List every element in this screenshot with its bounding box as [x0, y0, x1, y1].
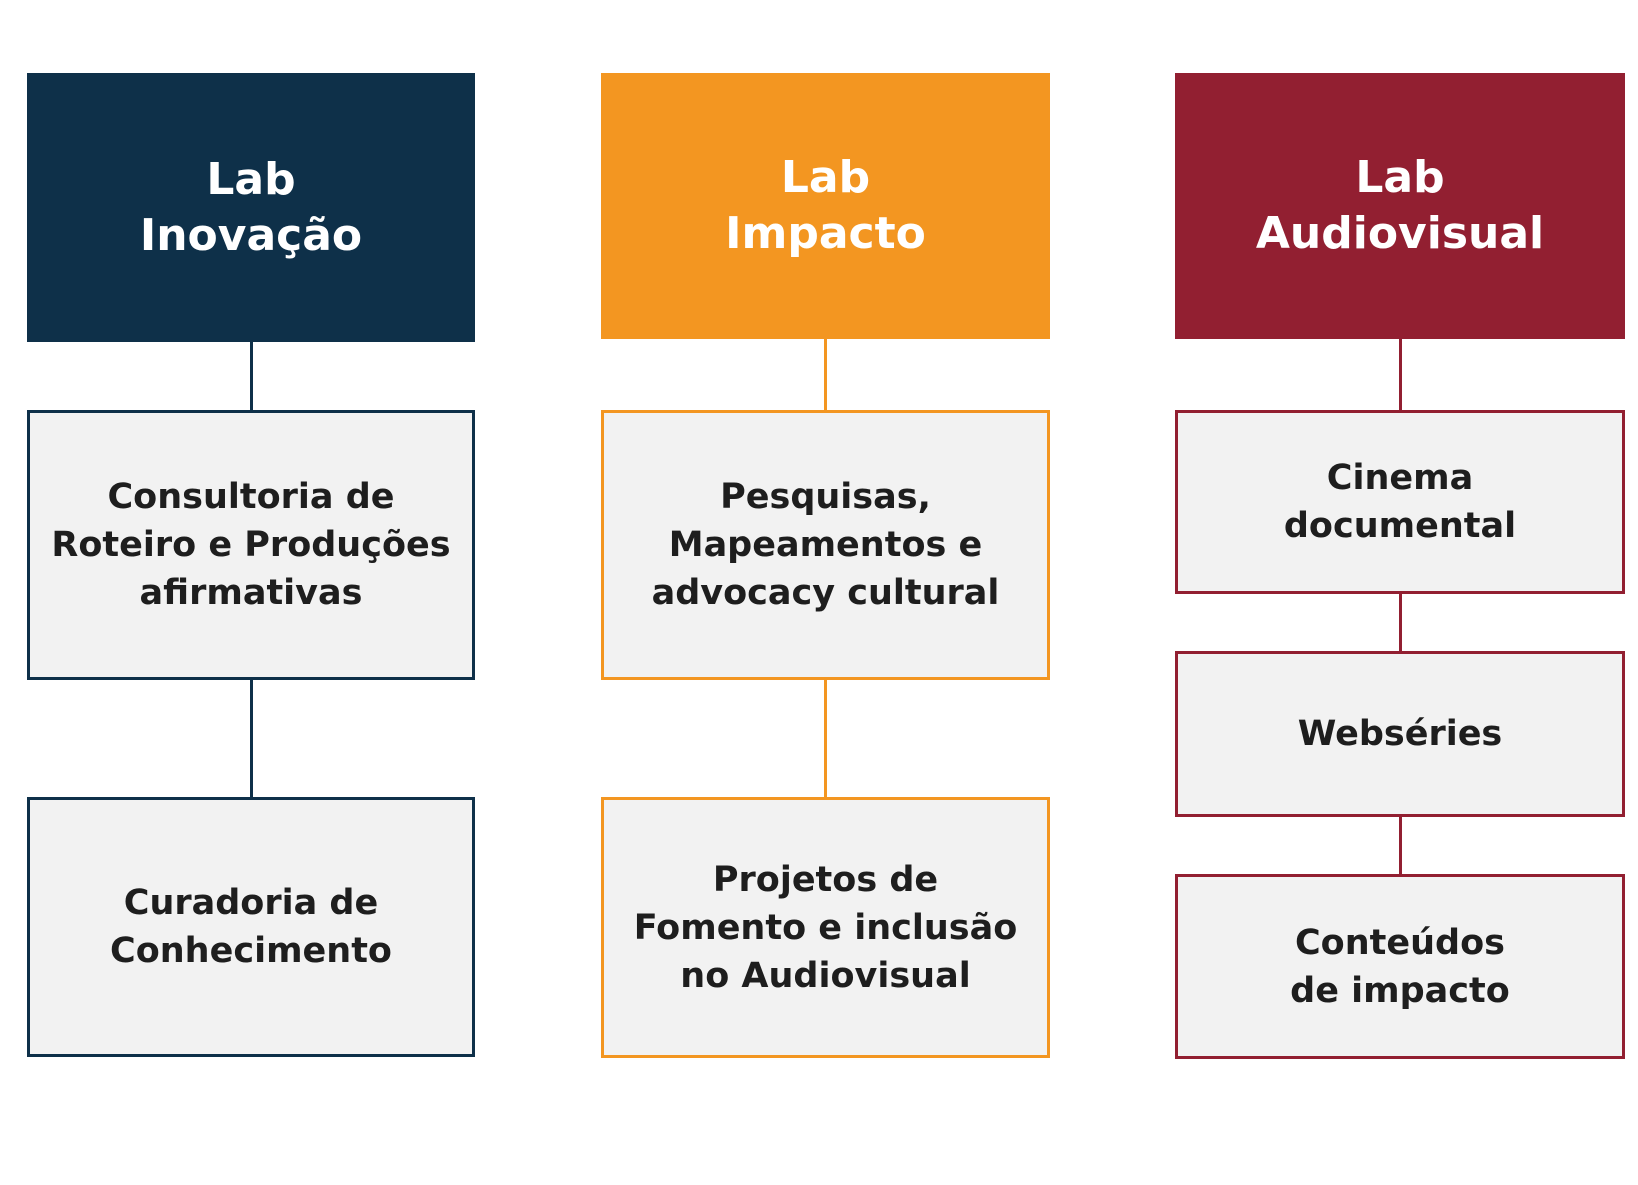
connector-line [1399, 339, 1402, 410]
lab-audiovisual-header: Lab Audiovisual [1175, 73, 1625, 339]
pesquisas-mapeamentos-box: Pesquisas, Mapeamentos e advocacy cultur… [601, 410, 1050, 680]
lab-impacto-header: Lab Impacto [601, 73, 1050, 339]
projetos-fomento-box: Projetos de Fomento e inclusão no Audiov… [601, 797, 1050, 1058]
connector-line [824, 339, 827, 410]
connector-line [250, 342, 253, 410]
webseries-box: Webséries [1175, 651, 1625, 817]
consultoria-roteiro-box: Consultoria de Roteiro e Produções afirm… [27, 410, 475, 680]
connector-line [250, 680, 253, 797]
connector-line [1399, 594, 1402, 651]
lab-inovacao-header: Lab Inovação [27, 73, 475, 342]
connector-line [1399, 817, 1402, 874]
conteudos-impacto-box: Conteúdos de impacto [1175, 874, 1625, 1059]
curadoria-conhecimento-box: Curadoria de Conhecimento [27, 797, 475, 1057]
cinema-documental-box: Cinema documental [1175, 410, 1625, 594]
connector-line [824, 680, 827, 797]
